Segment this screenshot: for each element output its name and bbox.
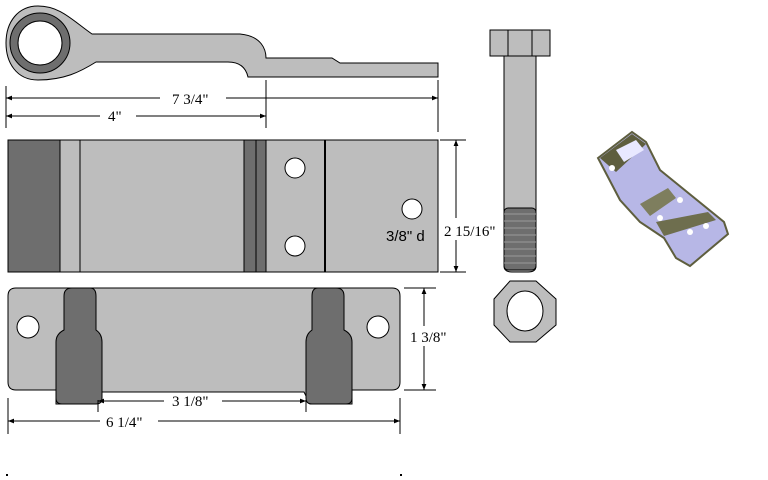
plate-dark-band-a — [243, 139, 257, 273]
photo-hole-5 — [609, 165, 615, 171]
photo-shadow-lower — [656, 212, 716, 236]
photo-hole-1 — [657, 215, 663, 221]
dimension-inner-width: 3 1/8" — [97, 394, 307, 412]
bolt-head — [489, 29, 551, 57]
dimension-bracket-height: 1 3/8" — [404, 287, 447, 391]
dimension-label-inner-width: 3 1/8" — [172, 394, 209, 410]
plate-hole-lower — [284, 235, 306, 257]
dimension-plate-height: 2 15/16" — [440, 139, 496, 273]
photo-highlight — [616, 140, 644, 162]
plate-hole-upper — [284, 157, 306, 179]
photo-hole-4 — [703, 223, 709, 229]
dimension-label-overall-width: 6 1/4" — [106, 415, 143, 431]
nut-hole — [506, 290, 544, 332]
bolt-thread — [503, 207, 537, 271]
bracket-hole-right — [366, 315, 390, 339]
bracket-hole-left — [16, 315, 40, 339]
corner-mark-left — [6, 474, 8, 476]
plate-dark-band-b — [255, 139, 267, 273]
hanger-plate-top-view: 3/8" d — [7, 139, 439, 273]
dimension-label-bracket-height: 1 3/8" — [410, 330, 447, 346]
hole-diameter-label: 3/8" d — [386, 228, 425, 245]
dimension-overall-width: 6 1/4" — [7, 398, 401, 434]
bracket-end-view — [7, 287, 401, 405]
plate-strip — [59, 139, 81, 273]
photo-hole-3 — [687, 229, 693, 235]
dimension-overall-length: 7 3/4" — [5, 80, 439, 132]
dimension-label-eye-to-bend: 4" — [108, 109, 122, 125]
bolt-side-view — [489, 29, 551, 273]
hanger-arm-body — [5, 5, 439, 81]
plate-hole-right — [401, 198, 423, 220]
nut-top-view — [493, 280, 557, 343]
plate-dark-end — [7, 139, 61, 273]
dimension-label-overall-length: 7 3/4" — [172, 92, 209, 108]
hanger-eye-hole — [17, 20, 63, 66]
bracket-photo — [596, 130, 730, 268]
photo-hole-2 — [677, 197, 683, 203]
hanger-arm-side-view — [5, 5, 439, 81]
dimension-label-plate-height: 2 15/16" — [444, 224, 496, 240]
bracket-lug-left — [55, 287, 103, 405]
photo-shadow-band — [640, 188, 676, 216]
bracket-lug-right — [305, 287, 353, 405]
dimension-eye-to-bend: 4" — [6, 109, 266, 125]
bracket-body — [7, 287, 401, 405]
corner-mark-right — [400, 474, 402, 476]
